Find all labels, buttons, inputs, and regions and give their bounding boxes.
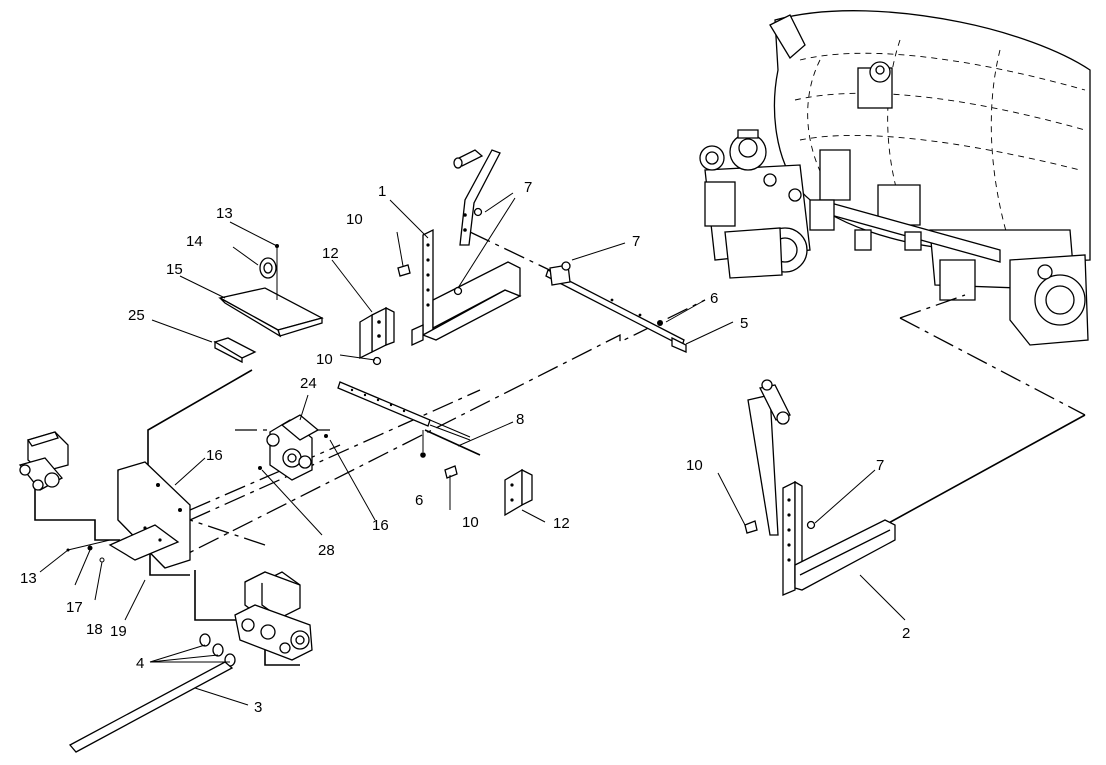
- callout-2: 2: [902, 625, 910, 642]
- callout-6-right: 6: [710, 290, 718, 307]
- callout-19: 19: [110, 623, 127, 640]
- part-5-long-bar: [545, 261, 687, 353]
- callout-numbers: 1 7 7 10 12 13 14 15 25 6 5 10 24 8 16 6…: [20, 179, 910, 716]
- callout-5: 5: [740, 315, 748, 332]
- callout-17: 17: [66, 599, 83, 616]
- part-19-mounting-plate: [108, 461, 191, 569]
- pump-assembly: [699, 129, 835, 279]
- callout-25: 25: [128, 307, 145, 324]
- part-24-valve-assembly: [258, 414, 328, 481]
- callout-13-top: 13: [216, 205, 233, 222]
- part-15-cover-plate: [218, 287, 324, 338]
- callout-7-top: 7: [524, 179, 532, 196]
- callout-28: 28: [318, 542, 335, 559]
- part-7-arm-upper: [453, 149, 501, 246]
- callout-10-top: 10: [346, 211, 363, 228]
- callout-12-top: 12: [322, 245, 339, 262]
- solenoid-valve-upper: [18, 431, 69, 491]
- bolt-10-upper: [397, 264, 411, 277]
- callout-16-mid: 16: [372, 517, 389, 534]
- part-7-arm-lower: [744, 379, 791, 536]
- callout-18: 18: [86, 621, 103, 638]
- triple-valve-assembly: [234, 571, 313, 661]
- part-12-bracket-lower: [504, 468, 533, 517]
- callout-15: 15: [166, 261, 183, 278]
- bolt-10-lower-mid: [444, 465, 458, 479]
- leader-lines: [39, 192, 906, 706]
- part-4-clamps: [199, 633, 236, 667]
- callout-10-mid: 10: [316, 351, 333, 368]
- callout-7-lower: 7: [876, 457, 884, 474]
- part-14-knob: [259, 257, 277, 279]
- callout-14: 14: [186, 233, 203, 250]
- callout-12-lower: 12: [553, 515, 570, 532]
- hardware-17-18-13: [66, 539, 111, 563]
- callout-10-lower: 10: [462, 514, 479, 531]
- callout-16-left: 16: [206, 447, 223, 464]
- callout-7-right: 7: [632, 233, 640, 250]
- washer-6-lower: [420, 452, 426, 458]
- part-12-bracket-upper: [359, 306, 395, 366]
- part-25-gasket: [213, 337, 257, 364]
- callout-13-lower: 13: [20, 570, 37, 587]
- part-2-bracket: [782, 480, 896, 596]
- callout-8: 8: [516, 411, 524, 428]
- part-8-bar: [337, 381, 471, 441]
- callout-3: 3: [254, 699, 262, 716]
- tank-assembly: [769, 10, 1091, 346]
- callout-6-lower: 6: [415, 492, 423, 509]
- callout-4: 4: [136, 655, 144, 672]
- callout-24: 24: [300, 375, 317, 392]
- callout-10-right: 10: [686, 457, 703, 474]
- part-3-hose: [68, 661, 234, 753]
- callout-1: 1: [378, 183, 386, 200]
- part-1-bracket: [411, 228, 522, 347]
